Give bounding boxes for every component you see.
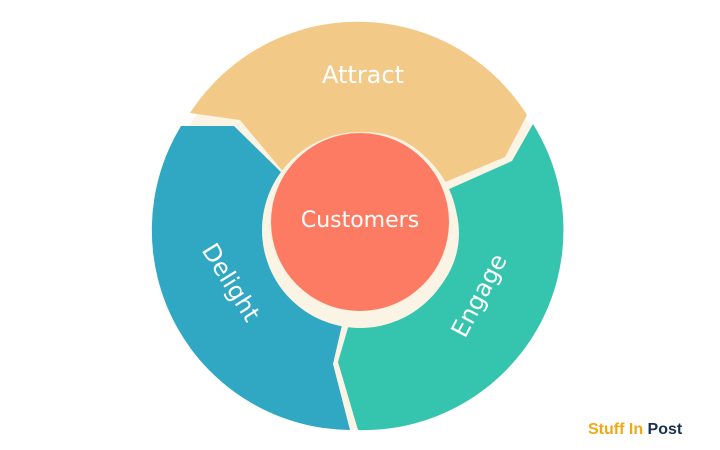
segment-engage	[338, 124, 564, 431]
center-label: Customers	[301, 208, 419, 233]
label-attract: Attract	[322, 61, 404, 89]
watermark-logo: Stuff In Post	[588, 421, 682, 439]
watermark-part2: Post	[647, 421, 683, 438]
segment-attract	[190, 21, 527, 183]
segment-delight	[151, 126, 350, 430]
center-circle	[271, 133, 449, 311]
watermark-part1: Stuff In	[588, 421, 648, 438]
